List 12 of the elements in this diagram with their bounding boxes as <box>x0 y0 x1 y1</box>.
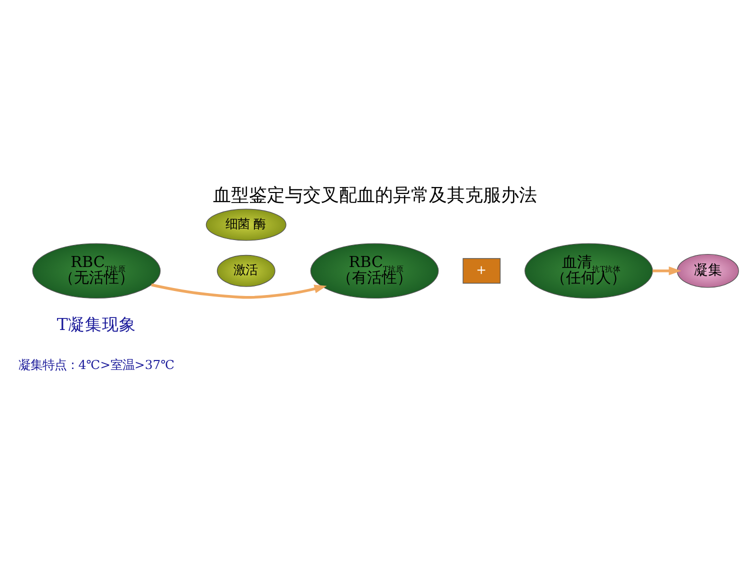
node-ellipse: RBC$_{T抗原}$ （无活性） <box>32 243 161 299</box>
node-ellipse: 凝集 <box>676 254 739 288</box>
diagram-title: 血型鉴定与交叉配血的异常及其克服办法 <box>213 184 537 206</box>
arrow <box>652 266 682 276</box>
node-ellipse: 激活 <box>216 254 276 287</box>
label: 凝集特点：4℃>室温>37℃ <box>18 358 174 372</box>
node-ellipse: 细菌 酶 <box>206 208 286 241</box>
node-ellipse: 血清$_{抗T抗体}$ （任何人） <box>524 243 653 299</box>
node-box: + <box>462 258 501 284</box>
node-ellipse: RBC$_{T抗原}$ （有活性） <box>310 243 439 299</box>
arrow <box>151 284 327 299</box>
label: T凝集现象 <box>56 315 136 334</box>
